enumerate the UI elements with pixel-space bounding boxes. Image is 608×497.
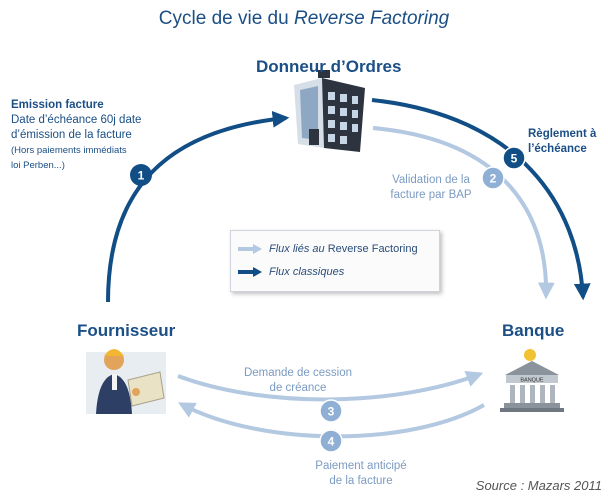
- step-3-line1: Demande de cession: [243, 367, 353, 379]
- flow-arrow-5-reglement: [371, 98, 591, 301]
- step-badge-3: 3: [319, 399, 343, 423]
- source-note: Source : Mazars 2011: [475, 478, 602, 493]
- step-2-line1: Validation de la: [392, 174, 470, 186]
- step-3-text: Demande de cession de créance: [228, 366, 368, 396]
- title-emphasis: Reverse Factoring: [293, 8, 450, 29]
- legend-reverse-italic: Flux liés au: [269, 243, 325, 255]
- step-4-line2: de la facture: [329, 475, 393, 487]
- title-prefix: Cycle de vie du: [158, 8, 294, 29]
- step-1-text: Emission facture Date d’échéance 60j dat…: [11, 98, 181, 173]
- step-5-text: Règlement à l’échéance: [528, 127, 606, 157]
- svg-text:1: 1: [138, 169, 145, 183]
- legend-item-reverse-factoring: Flux liés au Reverse Factoring: [237, 239, 418, 259]
- step-2-line2: facture par BAP: [390, 189, 472, 201]
- legend-reverse-plain: Reverse Factoring: [327, 243, 418, 255]
- step-2-text: Validation de la facture par BAP: [376, 173, 486, 203]
- step-badge-4: 4: [319, 429, 343, 453]
- step-4-line1: Paiement anticipé: [315, 460, 407, 472]
- step-badge-5: 5: [502, 146, 526, 170]
- building-icon: [294, 70, 365, 152]
- step-3-line2: de créance: [269, 382, 327, 394]
- svg-text:5: 5: [511, 152, 518, 166]
- bank-icon: BANQUE: [500, 349, 564, 412]
- step-1-title: Emission facture: [11, 99, 104, 111]
- step-1-line3: (Hors paiements immédiats: [11, 145, 127, 156]
- actor-banque-label: Banque: [502, 321, 565, 340]
- step-1-line4: loi Perben...): [11, 160, 65, 171]
- step-4-text: Paiement anticipé de la facture: [296, 459, 426, 489]
- flow-arrow-3-cession: [177, 371, 484, 402]
- legend-light-arrow-icon: [238, 244, 262, 254]
- step-1-line2: d’émission de la facture: [11, 129, 132, 141]
- svg-text:4: 4: [328, 435, 335, 449]
- step-badge-2: 2: [481, 166, 505, 190]
- flow-arrow-2-validation: [372, 126, 555, 300]
- step-1-line1: Date d’échéance 60j date: [11, 114, 142, 126]
- step-5-line1: Règlement à: [528, 128, 597, 140]
- actor-fournisseur-label: Fournisseur: [77, 321, 176, 340]
- svg-text:3: 3: [328, 405, 335, 419]
- supplier-person-icon: [86, 349, 166, 414]
- legend-classic-label: Flux classiques: [269, 266, 345, 278]
- svg-text:2: 2: [490, 172, 497, 186]
- actor-donneur-label: Donneur d’Ordres: [256, 57, 402, 76]
- svg-text:BANQUE: BANQUE: [520, 378, 544, 384]
- step-badge-1: 1: [130, 164, 152, 186]
- step-5-line2: l’échéance: [528, 143, 587, 155]
- diagram-title: Cycle de vie du Reverse Factoring: [0, 8, 608, 30]
- legend-dark-arrow-icon: [238, 267, 262, 277]
- legend: Flux liés au Reverse Factoring Flux clas…: [230, 230, 440, 292]
- legend-item-classic: Flux classiques: [237, 262, 344, 282]
